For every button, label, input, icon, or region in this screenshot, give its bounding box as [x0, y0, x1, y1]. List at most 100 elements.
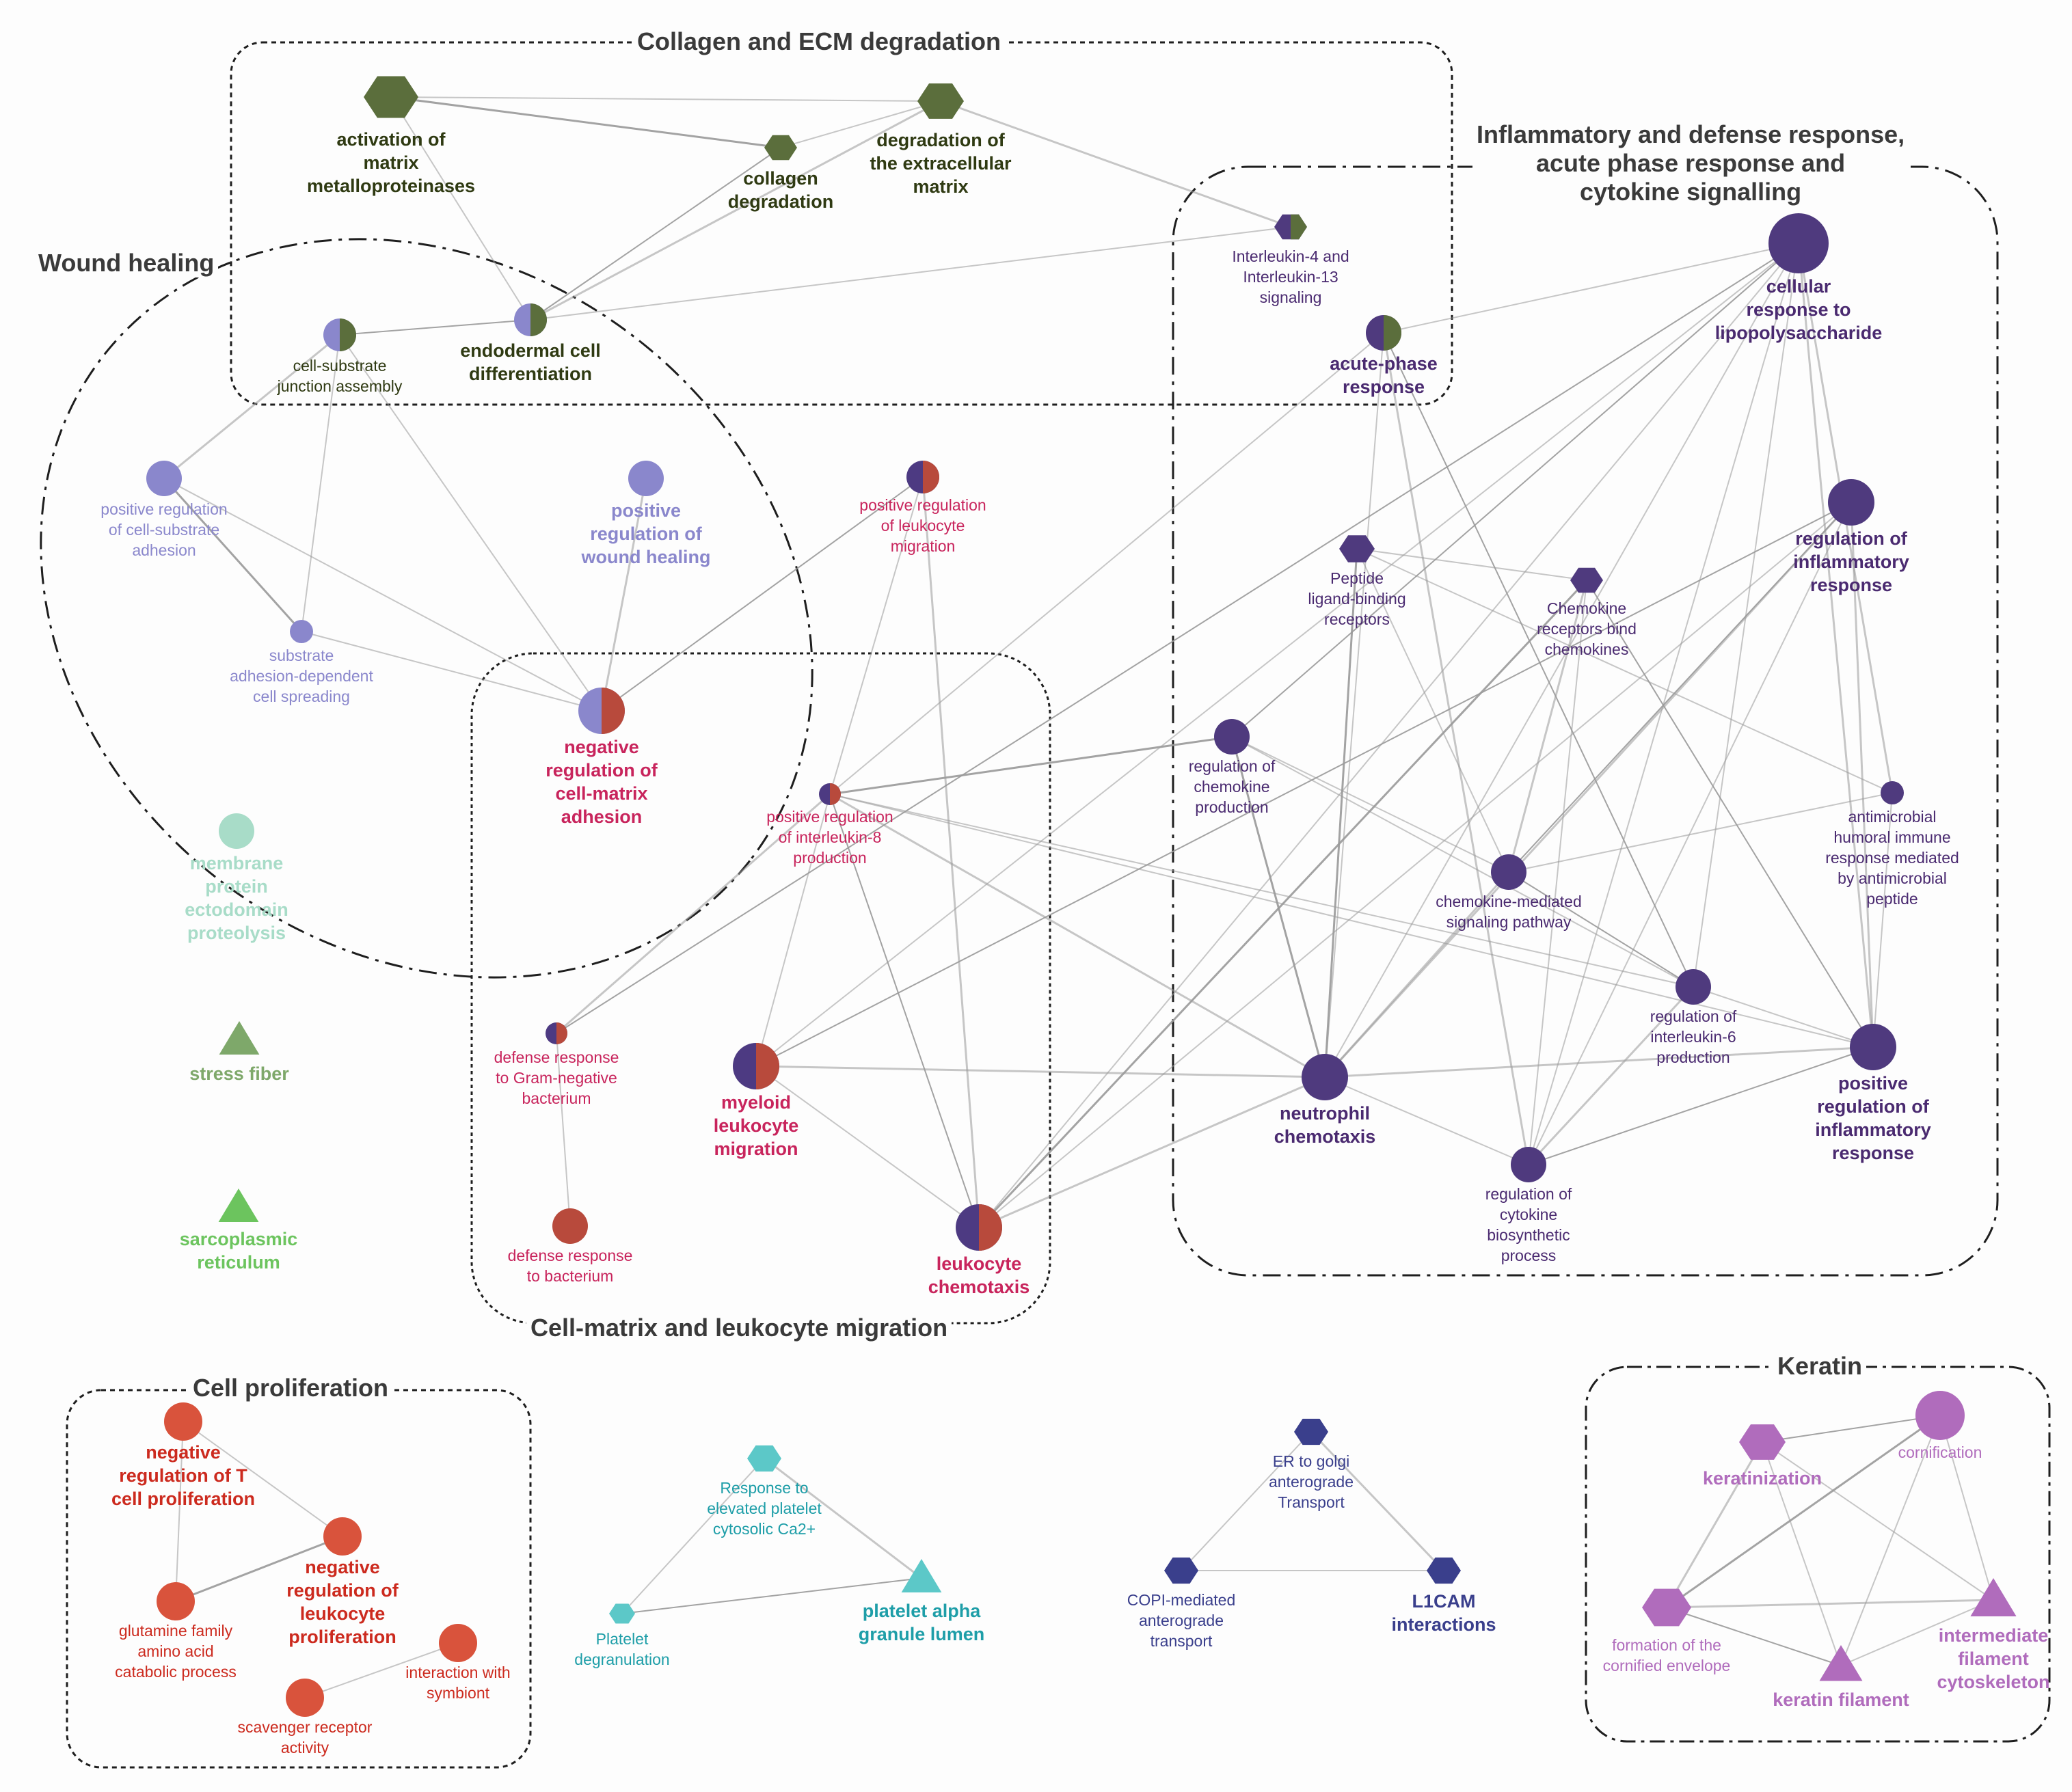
node-n3: [917, 83, 964, 119]
node-n7: [1366, 315, 1401, 351]
edge-n9-n11: [163, 477, 303, 633]
edge-n8-n22: [1231, 243, 1799, 737]
node-shape-circle: [1881, 781, 1904, 804]
node-label-n27: positive regulation of inflammatory resp…: [1815, 1073, 1931, 1163]
edge-n2-n5: [530, 147, 781, 321]
group-title-keratin: Keratin: [1773, 1352, 1867, 1381]
node-label-n8: cellular response to lipopolysaccharide: [1714, 276, 1883, 343]
node-label-n3: degradation of the extracellular matrix: [870, 130, 1012, 197]
edge-n1-n3: [390, 96, 941, 102]
edge-n27-n28: [1528, 1046, 1874, 1165]
edge-n15-n16: [556, 1033, 571, 1227]
node-label-n45: formation of the cornified envelope: [1602, 1636, 1731, 1674]
node-label-n11: substrate adhesion-dependent cell spread…: [230, 647, 373, 705]
edge-n20-n24: [1507, 580, 1588, 873]
node-n22: [1214, 719, 1250, 755]
node-n2: [764, 135, 797, 161]
edge-n43-n44: [1762, 1415, 1941, 1443]
node-label-n24: chemokine-mediated signaling pathway: [1436, 893, 1582, 931]
edge-n22-n25: [1231, 736, 1694, 988]
node-half-circle: [756, 1043, 779, 1089]
edge-n18-n21: [978, 502, 1852, 1228]
node-n32: [164, 1402, 202, 1441]
edge-n44-n47: [1840, 1415, 1941, 1666]
node-label-n44: cornification: [1898, 1443, 1982, 1461]
edge-n44-n46: [1939, 1415, 1994, 1601]
node-n10: [628, 461, 664, 496]
node-label-n2: collagen degradation: [727, 168, 834, 212]
edge-n23-n27: [1872, 792, 1893, 1048]
group-title-proliferation: Cell proliferation: [189, 1374, 393, 1402]
edge-n7-n28: [1382, 332, 1530, 1165]
node-label-n13: positive regulation of leukocyte migrati…: [859, 496, 986, 555]
node-label-n35: interaction with symbiont: [405, 1664, 511, 1702]
node-label-n1: activation of matrix metalloproteinases: [306, 129, 476, 196]
group-box-inflammatory: [1172, 165, 1999, 1277]
node-n47: [1819, 1645, 1863, 1681]
node-shape-hex: [1339, 535, 1375, 562]
node-half-circle: [830, 783, 841, 805]
node-shape-circle: [439, 1624, 477, 1662]
edge-n40-n41: [1181, 1431, 1312, 1571]
node-half-circle: [340, 318, 356, 351]
edge-n2-n3: [780, 100, 941, 148]
edge-n3-n5: [530, 100, 941, 321]
edge-n22-n24: [1231, 736, 1509, 873]
node-n45: [1642, 1588, 1691, 1627]
edge-n6-n11: [301, 334, 340, 632]
edge-n8-n26: [1324, 243, 1799, 1078]
node-label-n5: endodermal cell differentiation: [460, 340, 601, 384]
node-label-n23: antimicrobial humoral immune response me…: [1825, 808, 1959, 908]
edge-n19-n24: [1356, 548, 1509, 873]
node-shape-hex: [1739, 1424, 1786, 1460]
edge-n40-n42: [1310, 1430, 1445, 1572]
edge-n9-n12: [163, 478, 602, 711]
node-label-n17: myeloid leukocyte migration: [713, 1092, 799, 1159]
node-shape-circle: [1915, 1391, 1965, 1440]
node-shape-hex: [747, 1445, 781, 1472]
node-n41: [1164, 1557, 1198, 1584]
node-label-n30: stress fiber: [189, 1063, 289, 1084]
edge-n14-n18: [829, 793, 980, 1228]
edge-n21-n26: [1323, 501, 1853, 1078]
node-shape-circle: [628, 461, 664, 496]
edge-n21-n28: [1528, 502, 1852, 1165]
node-n40: [1294, 1418, 1328, 1445]
edge-n6-n9: [163, 334, 340, 480]
edge-n5-n6: [339, 319, 531, 336]
node-n4: [1274, 214, 1307, 240]
edge-n26-n27: [1324, 1046, 1874, 1078]
edge-n43-n45: [1665, 1441, 1764, 1608]
edge-n24-n25: [1508, 871, 1694, 988]
node-n11: [290, 620, 313, 643]
node-shape-hex: [1570, 567, 1603, 593]
edge-n3-n4: [940, 100, 1291, 228]
edge-n43-n46: [1762, 1441, 1994, 1601]
node-label-n37: Response to elevated platelet cytosolic …: [707, 1479, 822, 1538]
edge-n7-n26: [1324, 332, 1384, 1078]
node-shape-circle: [552, 1208, 588, 1244]
edge-n1-n2: [390, 96, 781, 149]
node-label-n32: negative regulation of T cell proliferat…: [111, 1442, 256, 1509]
edge-n38-n39: [621, 1577, 922, 1614]
group-ellipse-wound-healing: [40, 238, 813, 979]
node-shape-circle: [146, 461, 182, 496]
node-shape-circle: [1511, 1147, 1546, 1182]
node-n34: [157, 1582, 195, 1620]
node-n33: [323, 1517, 362, 1556]
edge-n18-n20: [978, 579, 1588, 1229]
node-shape-hex: [1642, 1588, 1691, 1627]
node-label-n46: intermediate filament cytoskeleton: [1937, 1625, 2050, 1692]
edge-n13-n12: [601, 476, 924, 711]
node-label-n39: platelet alpha granule lumen: [858, 1601, 985, 1644]
node-label-n25: regulation of interleukin-6 production: [1650, 1007, 1737, 1066]
node-n38: [609, 1603, 635, 1624]
node-n43: [1739, 1424, 1786, 1460]
edge-n46-n47: [1840, 1599, 1994, 1666]
node-shape-tri: [1819, 1645, 1863, 1681]
edge-n32-n33: [183, 1421, 343, 1537]
edge-n14-n7: [829, 332, 1384, 795]
node-n28: [1511, 1147, 1546, 1182]
node-label-n47: keratin filament: [1773, 1689, 1909, 1710]
edge-n26-n28: [1324, 1076, 1529, 1165]
